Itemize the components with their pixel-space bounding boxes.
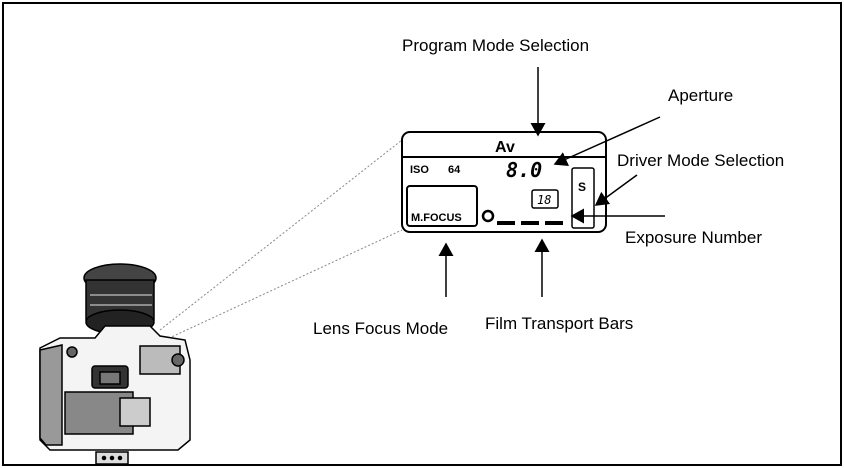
label-aperture: Aperture: [668, 86, 734, 105]
label-driver-mode: Driver Mode Selection: [617, 151, 785, 170]
label-exposure-number: Exposure Number: [625, 228, 763, 247]
focus-mode-box: [406, 185, 478, 227]
projection-line-top: [159, 139, 403, 331]
lcd-iso-label: ISO: [410, 164, 429, 176]
lcd-aperture-value: 8.0: [506, 158, 542, 182]
film-cassette-icon: [481, 209, 495, 223]
label-lens-focus-mode: Lens Focus Mode: [313, 319, 449, 338]
drive-mode-box: [571, 167, 595, 229]
camera-illustration: [39, 263, 191, 465]
label-program-mode: Program Mode Selection: [402, 36, 590, 55]
projection-line-bottom: [164, 229, 403, 341]
lcd-iso-value: 64: [448, 164, 461, 176]
transport-bar-1: [497, 221, 515, 225]
transport-bar-3: [545, 221, 563, 225]
drive-mode-text: S: [578, 180, 586, 194]
lcd-panel: Av ISO 64 8.0 M.FOCUS 18 S: [401, 131, 607, 233]
label-film-transport: Film Transport Bars: [485, 314, 634, 333]
arrow-driver-mode: [594, 174, 638, 206]
exposure-counter-box: [531, 189, 559, 209]
lcd-mode-text: Av: [495, 139, 515, 156]
arrow-aperture: [553, 116, 661, 166]
focus-mode-text: M.FOCUS: [411, 212, 462, 224]
exposure-counter-value: 18: [537, 193, 551, 207]
transport-bar-2: [521, 221, 539, 225]
